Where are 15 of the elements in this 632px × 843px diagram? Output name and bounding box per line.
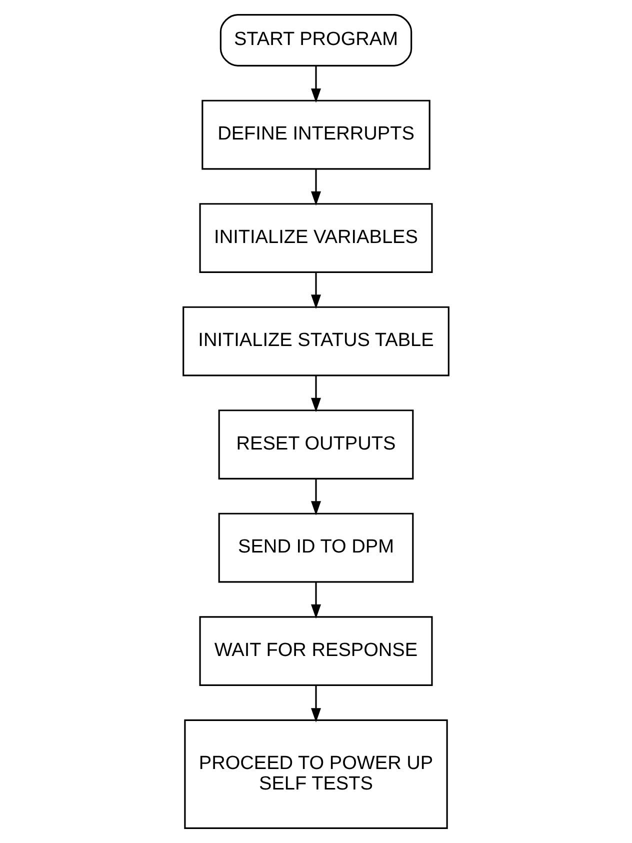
node-box: RESET OUTPUTS — [218, 410, 414, 480]
arrow — [310, 169, 322, 206]
arrow — [310, 376, 322, 412]
arrow — [310, 582, 322, 619]
node-box: SEND ID TO DPM — [218, 512, 414, 583]
arrow — [310, 478, 322, 516]
node-box: INITIALIZE STATUS TABLE — [182, 306, 450, 376]
node-box: WAIT FOR RESPONSE — [199, 616, 433, 686]
node-box: START PROGRAM — [220, 14, 412, 66]
arrow — [310, 272, 322, 309]
node-box: INITIALIZE VARIABLES — [199, 203, 433, 273]
arrow — [310, 66, 322, 103]
arrow — [310, 685, 322, 722]
node-box: PROCEED TO POWER UP SELF TESTS — [184, 719, 448, 829]
node-box: DEFINE INTERRUPTS — [202, 100, 430, 170]
